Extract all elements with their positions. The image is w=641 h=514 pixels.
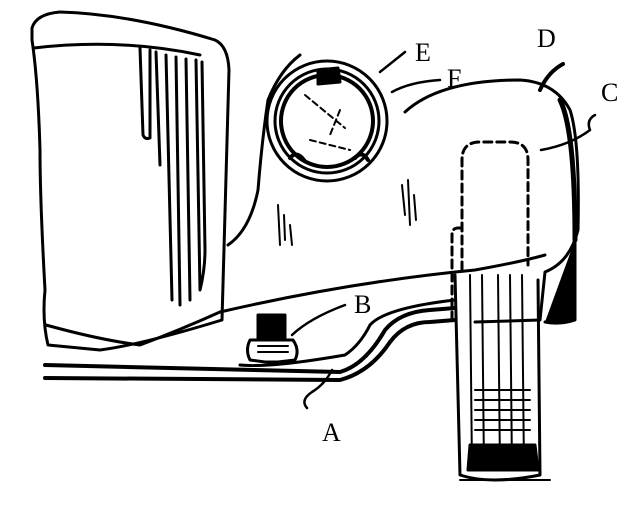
wheel: [450, 140, 551, 482]
label-a: A: [322, 418, 341, 447]
leader-lines: [290, 50, 597, 410]
label-f: F: [447, 64, 462, 93]
headlamp: [265, 59, 389, 183]
label-b: B: [354, 290, 372, 319]
chassis-frame: [43, 306, 457, 382]
label-e: E: [415, 38, 431, 67]
label-d: D: [537, 24, 556, 53]
mounting-bracket: [238, 298, 457, 368]
fender-body: [218, 53, 580, 325]
label-c: C: [601, 78, 619, 107]
radiator-grille: [30, 10, 231, 352]
